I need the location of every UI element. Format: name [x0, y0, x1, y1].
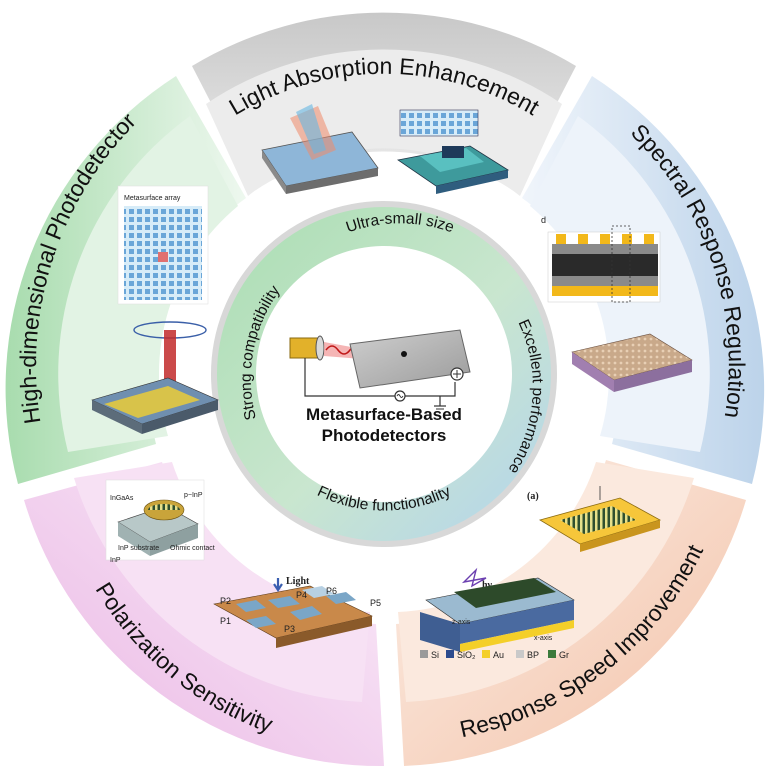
legend-sio2: SiO₂ [457, 650, 476, 660]
z-axis-label: z-axis [452, 619, 471, 626]
inp-label: InP [110, 557, 121, 564]
metasurface-array-label: Metasurface array [124, 195, 181, 202]
light-label: Light [286, 576, 310, 587]
p2-label: P2 [220, 596, 231, 606]
legend-au: Au [493, 650, 504, 660]
ingaas-label: InGaAs [110, 495, 134, 502]
p3-label: P3 [284, 624, 295, 634]
panel-a-label: (a) [527, 491, 539, 502]
ohmic-contact-label: Ohmic contact [170, 545, 215, 552]
legend-bp: BP [527, 650, 539, 660]
legend-gr: Gr [559, 650, 569, 660]
legend-si: Si [431, 650, 439, 660]
p6-label: P6 [326, 586, 337, 596]
x-axis-label: x-axis [534, 635, 553, 642]
center-title-line2: Photodetectors [322, 426, 447, 445]
center-title-line1: Metasurface-Based [306, 405, 462, 424]
figure-light-absorption-left [261, 104, 379, 194]
hv-label: hν [482, 580, 493, 591]
figure-high-dim-top: Metasurface array [117, 185, 209, 305]
figure-speed-legend: Si SiO₂ Au BP Gr [420, 650, 569, 660]
figure-light-absorption-right [396, 109, 510, 194]
figure-spectral-bottom [571, 333, 693, 392]
figure-speed-top: (a) [527, 486, 662, 552]
figure-high-dim-bottom [91, 321, 219, 434]
figure-polarization-bottom: Light P2 P1 P3 P4 P5 P6 [213, 576, 381, 648]
figure-polarization-top: InGaAs p−InP InP substrate Ohmic contact… [105, 479, 215, 564]
p-inp-label: p−InP [184, 492, 203, 499]
inp-substrate-label: InP substrate [118, 545, 159, 552]
panel-d-label: d [541, 215, 546, 225]
figure-speed-bottom: hν z-axis x-axis [420, 567, 575, 652]
p1-label: P1 [220, 616, 231, 626]
figure-spectral-top: d [541, 215, 661, 303]
p4-label: P4 [296, 590, 307, 600]
p5-label: P5 [370, 598, 381, 608]
center-device-illustration [289, 329, 471, 410]
